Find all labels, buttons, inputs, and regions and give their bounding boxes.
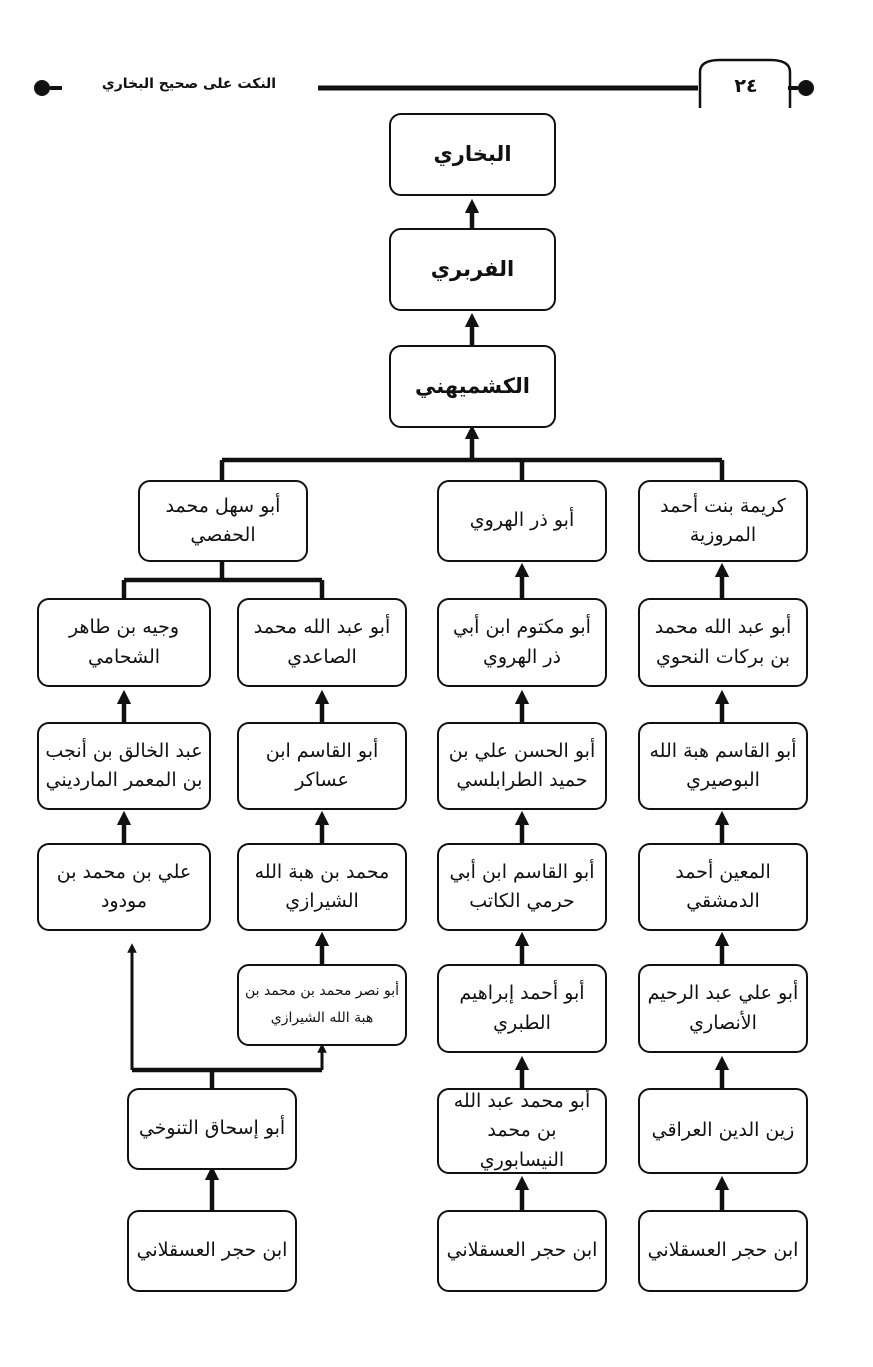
connector-lines [116,198,730,1210]
node-maridini: عبد الخالق بن أنجب بن المعمر المارديني [37,722,211,810]
node-label: الكشميهني [415,374,530,399]
node-kushmihani: الكشميهني [389,345,556,428]
node-label: أبو مكتوم ابن أبي ذر الهروي [453,616,591,668]
node-abu-maktum: أبو مكتوم ابن أبي ذر الهروي [437,598,607,687]
node-tabari: أبو أحمد إبراهيم الطبري [437,964,607,1053]
node-katib: أبو القاسم ابن أبي حرمي الكاتب [437,843,607,931]
node-label: المعين أحمد الدمشقي [675,860,771,912]
node-label: أبو ذر الهروي [469,509,575,532]
header-rule [50,58,798,108]
node-ibn-asakir: أبو القاسم ابن عساكر [237,722,407,810]
header-dot-left [34,80,50,96]
node-label: علي بن محمد بن مودود [56,860,192,912]
node-iraqi: زين الدين العراقي [638,1088,808,1174]
node-label: أبو عبد الله محمد الصاعدي [253,616,391,668]
book-title: النكت على صحيح البخاري [101,76,277,92]
node-label: عبد الخالق بن أنجب بن المعمر المارديني [45,739,203,791]
node-label: أبو أحمد إبراهيم الطبري [459,982,585,1034]
node-tarabulusi: أبو الحسن علي بن حميد الطرابلسي [437,722,607,810]
node-naysaburi: أبو محمد عبد الله بن محمد النيسابوري [437,1088,607,1174]
node-label: ابن حجر العسقلاني [136,1239,288,1262]
node-label: أبو القاسم ابن عساكر [265,739,379,791]
node-abu-dharr: أبو ذر الهروي [437,480,607,562]
node-bukhari: البخاري [389,113,556,196]
header-dot-right [798,80,814,96]
node-dimashqi: المعين أحمد الدمشقي [638,843,808,931]
node-tanukhi: أبو إسحاق التنوخي [127,1088,297,1170]
node-label: أبو نصر محمد بن محمد بن هبة الله الشيراز… [244,983,400,1026]
node-label: وجيه بن طاهر الشحامي [68,616,180,668]
node-karima: كريمة بنت أحمد المروزية [638,480,808,562]
node-hafsi: أبو سهل محمد الحفصي [138,480,308,562]
node-label: أبو القاسم هبة الله البوصيري [649,739,797,791]
node-ibn-hajar-3: ابن حجر العسقلاني [127,1210,297,1292]
node-label: ابن حجر العسقلاني [647,1239,799,1262]
node-label: محمد بن هبة الله الشيرازي [254,860,390,912]
node-label: أبو الحسن علي بن حميد الطرابلسي [448,739,596,791]
node-label: الفربري [430,257,515,282]
node-label: ابن حجر العسقلاني [446,1239,598,1262]
node-label: كريمة بنت أحمد المروزية [660,494,786,546]
node-ibn-hajar-2: ابن حجر العسقلاني [437,1210,607,1292]
node-label: أبو عبد الله محمد بن بركات النحوي [654,616,792,668]
node-label: أبو سهل محمد الحفصي [165,494,281,546]
node-label: أبو القاسم ابن أبي حرمي الكاتب [449,860,595,912]
page-number: ٢٤ [734,75,758,97]
node-shirazi-1: محمد بن هبة الله الشيرازي [237,843,407,931]
node-ibn-hajar-1: ابن حجر العسقلاني [638,1210,808,1292]
node-label: أبو إسحاق التنوخي [138,1117,286,1140]
node-firabri: الفربري [389,228,556,311]
node-saidi: أبو عبد الله محمد الصاعدي [237,598,407,687]
node-nahwi: أبو عبد الله محمد بن بركات النحوي [638,598,808,687]
node-shirazi-2: أبو نصر محمد بن محمد بن هبة الله الشيراز… [237,964,407,1046]
node-ansari: أبو علي عبد الرحيم الأنصاري [638,964,808,1053]
node-label: زين الدين العراقي [651,1119,795,1142]
node-mawdud: علي بن محمد بن مودود [37,843,211,931]
node-busiri: أبو القاسم هبة الله البوصيري [638,722,808,810]
node-label: أبو محمد عبد الله بن محمد النيسابوري [453,1089,591,1171]
node-label: أبو علي عبد الرحيم الأنصاري [647,982,799,1034]
node-shahhami: وجيه بن طاهر الشحامي [37,598,211,687]
node-label: البخاري [433,142,512,167]
